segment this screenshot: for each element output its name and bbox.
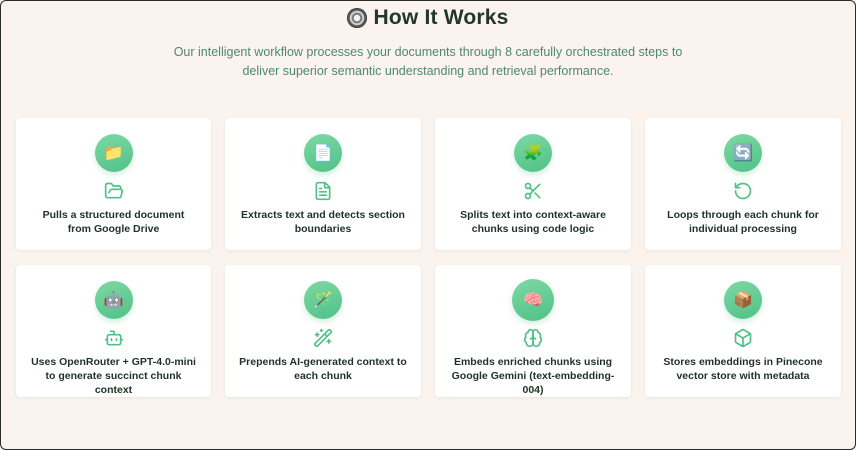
- step-8-description: Stores embeddings in Pinecone vector sto…: [663, 356, 823, 382]
- step-card-7: 🧠 Embeds enriched chunks using Google Ge…: [435, 265, 631, 397]
- step-7-description: Embeds enriched chunks using Google Gemi…: [451, 356, 615, 396]
- page-title: How It Works: [373, 6, 509, 29]
- scissors-icon: [523, 181, 543, 201]
- step-2-emoji-badge: 📄: [304, 134, 342, 172]
- folder-open-icon: [104, 181, 124, 201]
- brain-icon: [523, 328, 543, 348]
- step-6-description: Prepends AI-generated context to each ch…: [239, 356, 407, 382]
- steps-grid: 📁 Pulls a structured document from Googl…: [16, 118, 841, 397]
- step-2-description: Extracts text and detects section bounda…: [241, 209, 405, 235]
- step-4-description: Loops through each chunk for individual …: [667, 209, 819, 235]
- step-6-emoji-badge: 🪄: [304, 281, 342, 319]
- file-text-icon: [313, 181, 333, 201]
- step-4-emoji-badge: 🔄: [724, 134, 762, 172]
- step-card-2: 📄 Extracts text and detects section boun…: [225, 118, 421, 250]
- section-header: How It Works: [0, 4, 856, 32]
- step-card-3: 🧩 Splits text into context-aware chunks …: [435, 118, 631, 250]
- bot-icon: [104, 328, 124, 348]
- page-subtitle: Our intelligent workflow processes your …: [173, 45, 683, 78]
- step-3-description: Splits text into context-aware chunks us…: [460, 209, 606, 235]
- step-7-emoji-badge: 🧠: [512, 279, 554, 321]
- wand-sparkles-icon: [313, 328, 333, 348]
- step-1-emoji-badge: 📁: [94, 134, 133, 172]
- step-card-8: 📦 Stores embeddings in Pinecone vector s…: [645, 265, 841, 397]
- step-card-5: 🤖 Uses OpenRouter + GPT-4.0-mini to gene…: [16, 265, 211, 397]
- step-card-6: 🪄 Prepends AI-generated context to each …: [225, 265, 421, 397]
- step-8-emoji-badge: 📦: [724, 281, 762, 319]
- box-icon: [733, 328, 753, 348]
- step-5-description: Uses OpenRouter + GPT-4.0-mini to genera…: [31, 356, 196, 396]
- rotate-ccw-icon: [733, 181, 753, 201]
- step-card-4: 🔄 Loops through each chunk for individua…: [645, 118, 841, 250]
- gear-icon: [347, 8, 368, 28]
- step-3-emoji-badge: 🧩: [514, 134, 552, 172]
- step-1-description: Pulls a structured document from Google …: [42, 209, 185, 235]
- step-5-emoji-badge: 🤖: [94, 281, 133, 319]
- step-card-1: 📁 Pulls a structured document from Googl…: [16, 118, 211, 250]
